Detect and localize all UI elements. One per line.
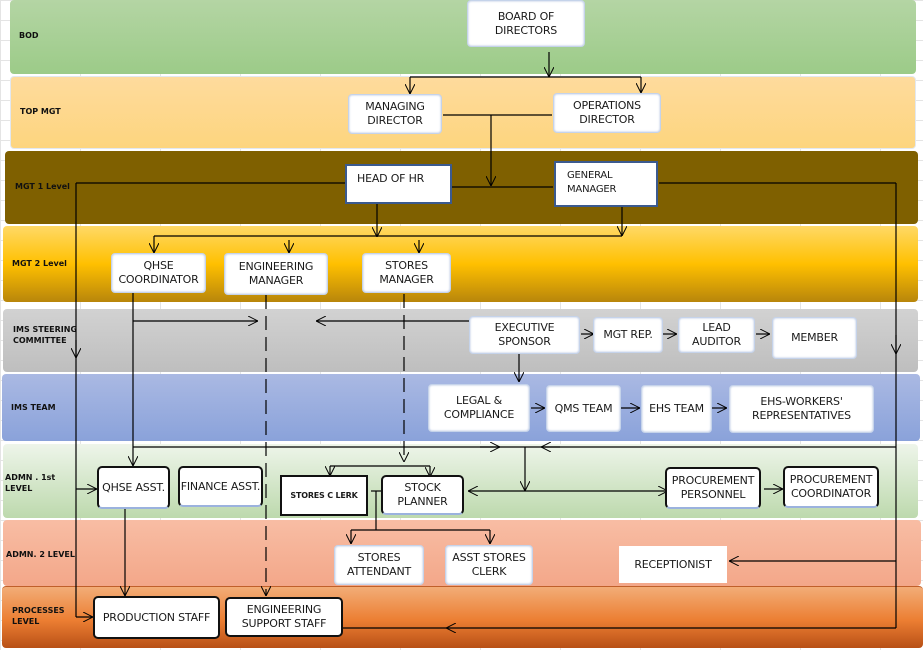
band-label-processes: PROCESSES LEVEL [12, 606, 65, 626]
node-ehs-team[interactable]: EHS TEAM [641, 385, 712, 433]
band-label-top-mgt: TOP MGT [20, 107, 61, 116]
node-managing-director[interactable]: MANAGING DIRECTOR [348, 94, 442, 134]
band-ims-steering: IMS STEERING COMMITTEE [3, 309, 918, 372]
node-board-of-directors[interactable]: BOARD OF DIRECTORS [467, 0, 585, 47]
node-executive-sponsor[interactable]: EXECUTIVE SPONSOR [469, 316, 580, 354]
node-lead-auditor[interactable]: LEAD AUDITOR [678, 317, 755, 353]
band-label-admn2: ADMN. 2 LEVEL [6, 550, 75, 559]
node-engineering-manager[interactable]: ENGINEERING MANAGER [224, 253, 328, 295]
node-head-of-hr[interactable]: HEAD OF HR [345, 164, 452, 204]
band-label-bod: BOD [19, 31, 39, 40]
node-stores-clerk[interactable]: STORES C LERK [280, 475, 368, 516]
node-qms-team[interactable]: QMS TEAM [546, 385, 621, 432]
node-procurement-personnel[interactable]: PROCUREMENT PERSONNEL [665, 467, 761, 509]
node-general-manager[interactable]: GENERAL MANAGER [554, 161, 658, 207]
node-ehs-workers-representatives[interactable]: EHS-WORKERS' REPRESENTATIVES [729, 385, 874, 433]
band-label-ims-steering: IMS STEERING COMMITTEE [13, 325, 78, 345]
node-stock-planner[interactable]: STOCK PLANNER [381, 475, 464, 515]
node-asst-stores-clerk[interactable]: ASST STORES CLERK [445, 545, 533, 585]
band-bod: BOD [10, 0, 916, 74]
node-stores-attendant[interactable]: STORES ATTENDANT [334, 545, 424, 585]
node-operations-director[interactable]: OPERATIONS DIRECTOR [553, 93, 661, 133]
node-receptionist[interactable]: RECEPTIONIST [619, 546, 727, 583]
band-label-admn1: ADMN . 1st LEVEL [5, 473, 56, 493]
node-qhse-asst[interactable]: QHSE ASST. [97, 466, 170, 509]
node-finance-asst[interactable]: FINANCE ASST. [178, 466, 263, 507]
node-production-staff[interactable]: PRODUCTION STAFF [93, 596, 220, 639]
band-top-mgt: TOP MGT [10, 76, 916, 149]
node-legal-compliance[interactable]: LEGAL & COMPLIANCE [428, 384, 530, 432]
band-label-ims-team: IMS TEAM [11, 403, 56, 412]
node-engineering-support-staff[interactable]: ENGINEERING SUPPORT STAFF [225, 597, 343, 637]
node-procurement-coordinator[interactable]: PROCUREMENT COORDINATOR [783, 466, 879, 508]
node-mgt-rep[interactable]: MGT REP. [593, 317, 663, 353]
node-member[interactable]: MEMBER [772, 317, 857, 359]
node-qhse-coordinator[interactable]: QHSE COORDINATOR [111, 253, 206, 293]
band-label-mgt2: MGT 2 Level [12, 259, 67, 268]
node-stores-manager[interactable]: STORES MANAGER [362, 253, 451, 293]
band-label-mgt1: MGT 1 Level [15, 182, 70, 191]
